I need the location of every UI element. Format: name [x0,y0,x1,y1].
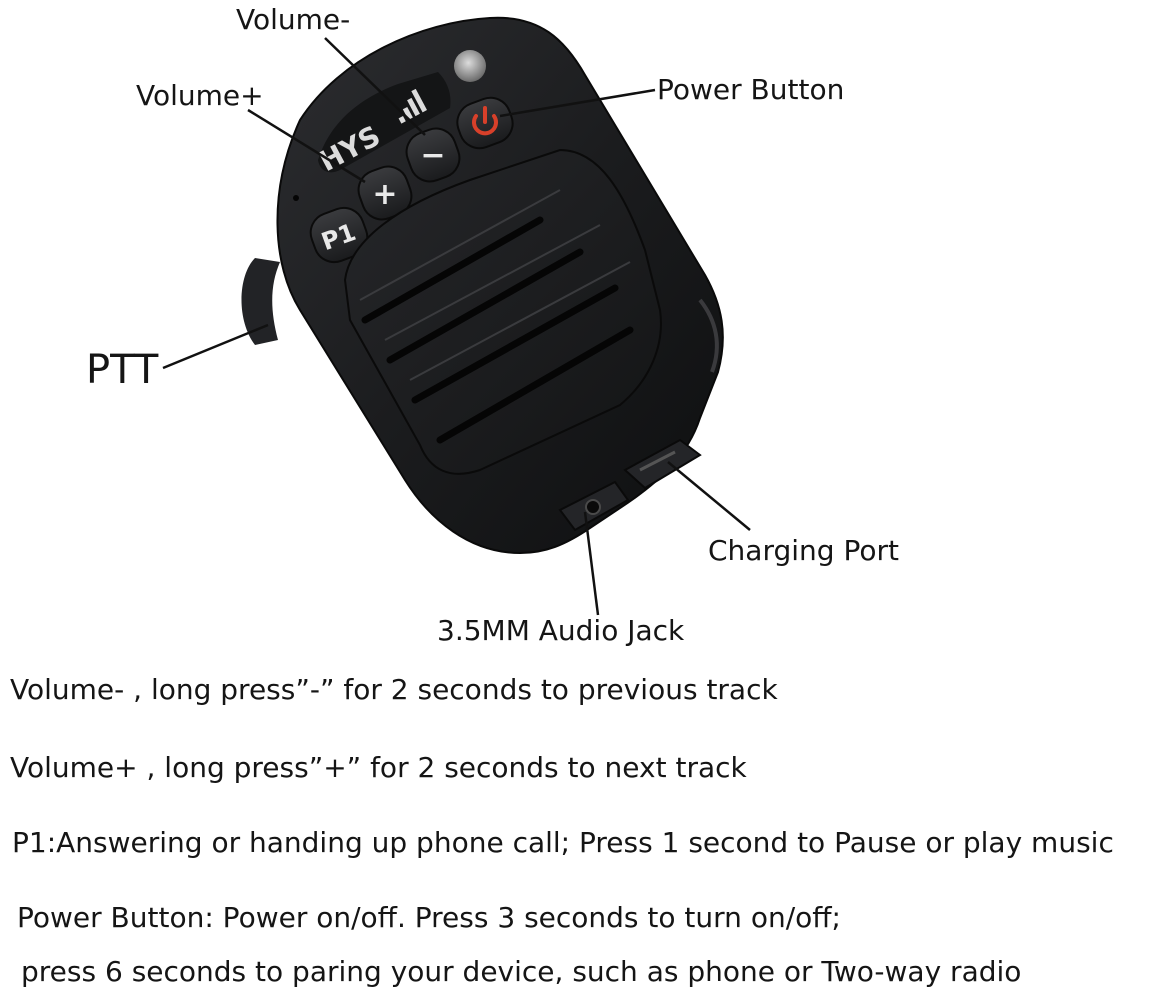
label-power-button: Power Button [657,73,845,106]
label-volume-plus: Volume+ [136,79,264,112]
description-volume-plus: Volume+ , long press”+” for 2 seconds to… [10,751,747,784]
description-p1: P1:Answering or handing up phone call; P… [12,826,1114,859]
signal-bars-icon [398,88,427,124]
leader-ptt [162,323,269,370]
volume-minus-button[interactable]: − [401,123,465,187]
svg-text:−: − [420,138,445,173]
description-power-button: Power Button: Power on/off. Press 3 seco… [17,901,841,934]
volume-plus-button[interactable]: + [353,161,417,225]
leader-volume-plus [247,108,366,184]
led-indicator [454,50,486,82]
svg-text:+: + [372,177,397,212]
p1-button[interactable]: P1 [305,202,373,267]
charging-port[interactable] [623,438,702,490]
side-groove [698,298,719,373]
speaker-grill [343,148,662,475]
ptt-side-key[interactable] [241,258,280,345]
audio-jack[interactable] [558,480,630,532]
label-volume-minus: Volume- [236,3,351,36]
label-audio-jack: 3.5MM Audio Jack [437,614,685,647]
leader-audio-jack [583,511,600,616]
label-ptt: PTT [86,347,159,393]
power-icon [472,106,498,136]
leader-volume-minus [324,37,426,136]
leader-charging-port [667,461,751,531]
leader-power-button [499,88,656,118]
power-button[interactable] [452,92,518,154]
label-charging-port: Charging Port [708,534,899,567]
description-pairing: press 6 seconds to paring your device, s… [21,955,1022,988]
description-volume-minus: Volume- , long press”-” for 2 seconds to… [10,673,778,706]
leader-lines [162,37,751,616]
